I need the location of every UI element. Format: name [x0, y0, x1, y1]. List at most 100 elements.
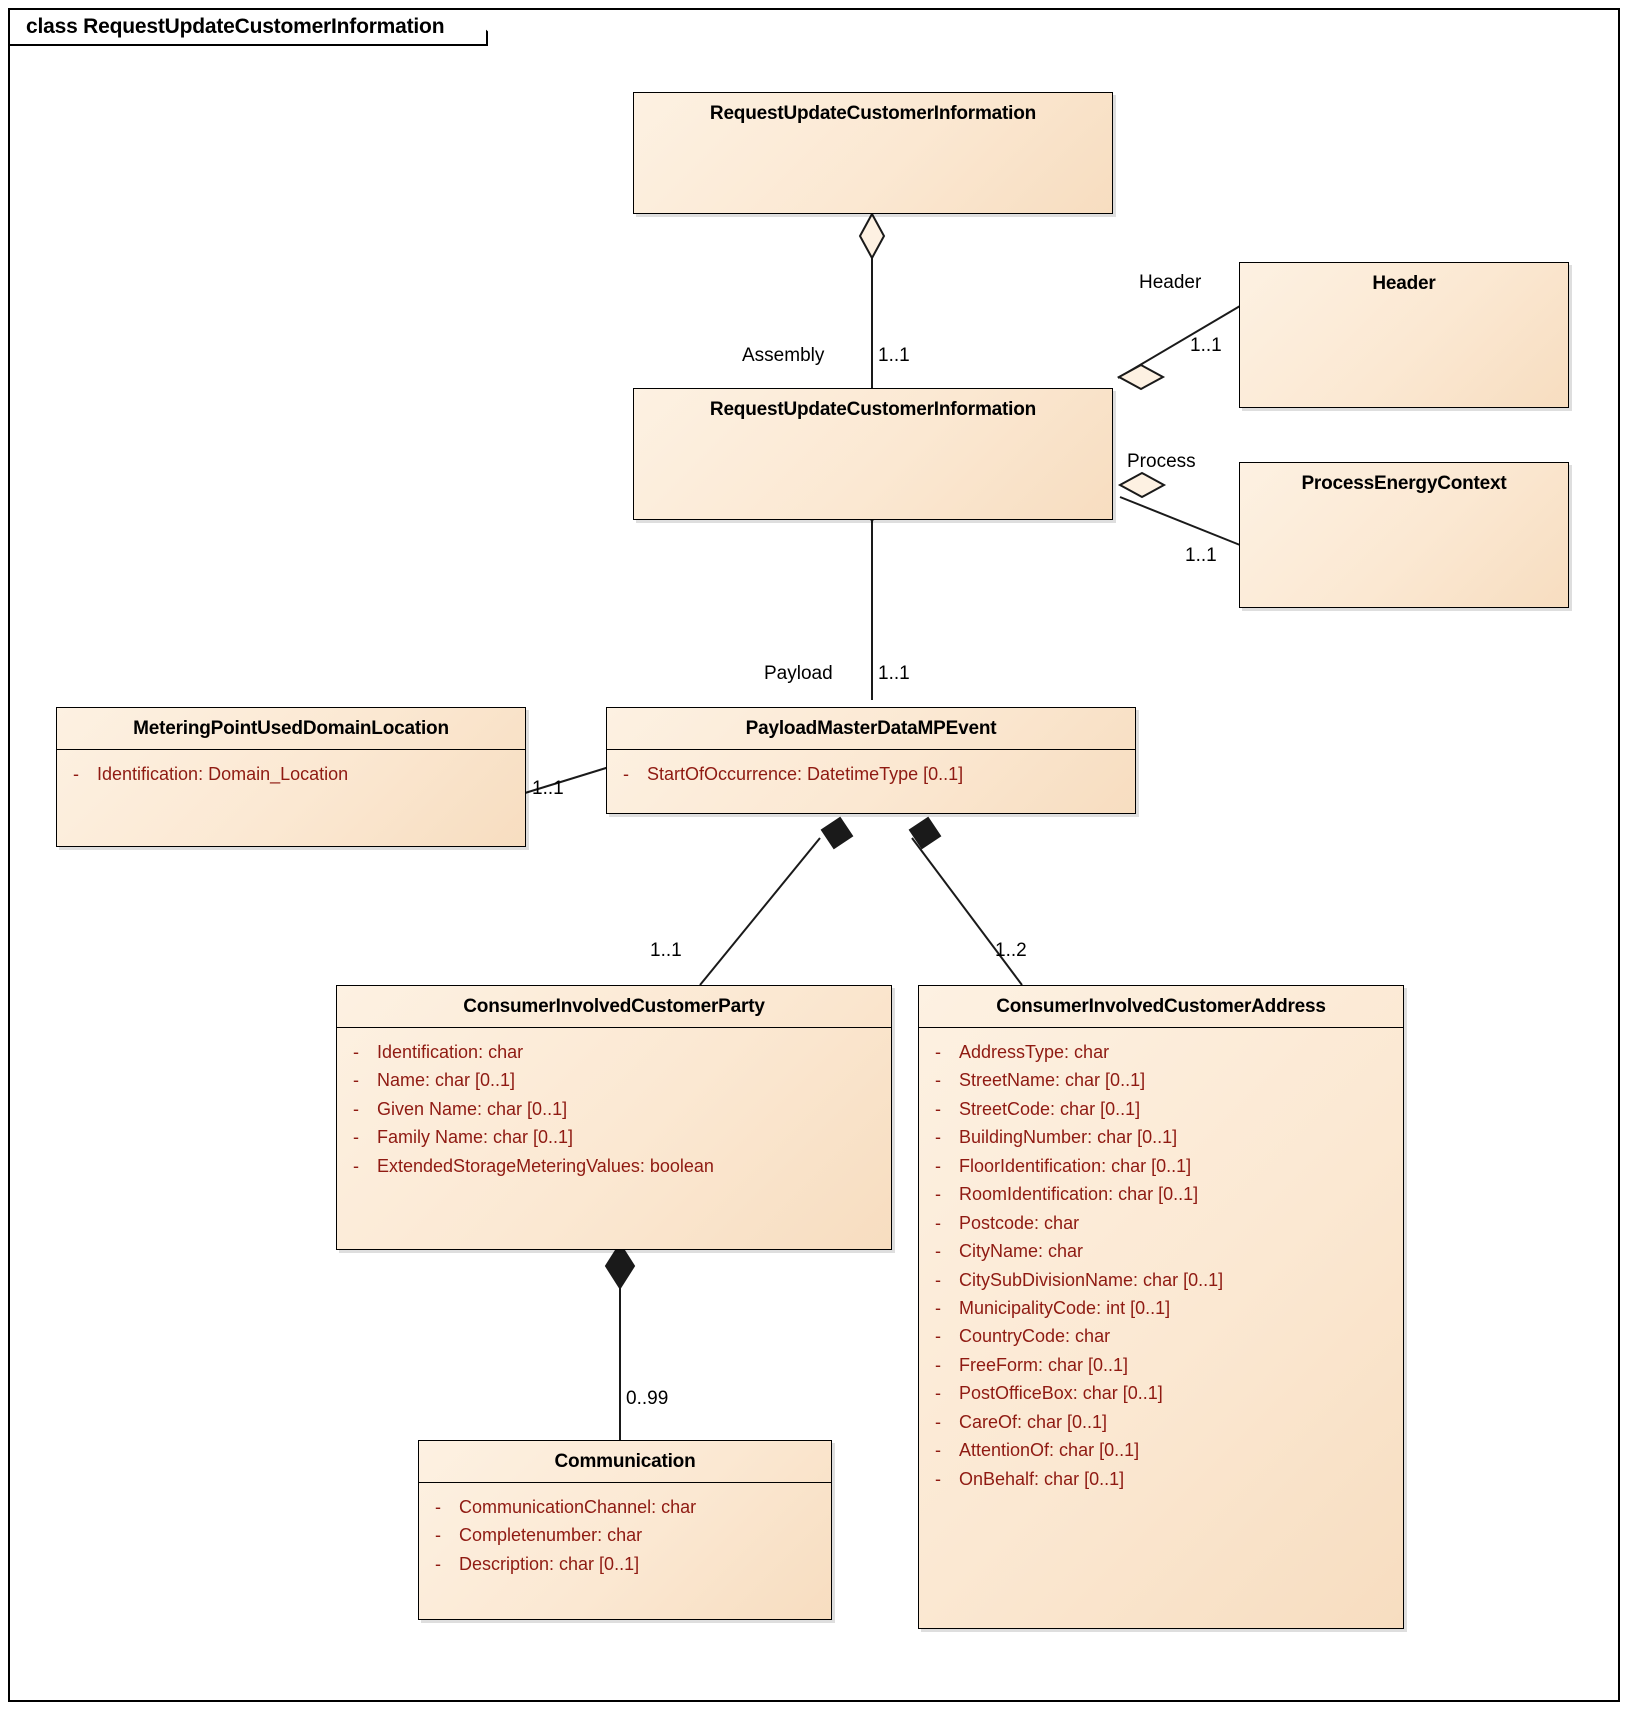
- diagram-frame-label: class RequestUpdateCustomerInformation: [10, 10, 488, 46]
- connector-label-metering-mult: 1..1: [532, 778, 564, 799]
- connector-label-process-role: Process: [1127, 451, 1196, 472]
- attribute-text: FreeForm: char [0..1]: [959, 1354, 1129, 1375]
- class-attributes: - Identification: Domain_Location: [57, 750, 525, 798]
- attribute-visibility: -: [935, 1184, 941, 1205]
- attribute-visibility: -: [935, 1297, 941, 1318]
- attribute-text: Postcode: char: [959, 1212, 1080, 1233]
- attribute-visibility: -: [935, 1440, 941, 1461]
- attribute-visibility: -: [935, 1411, 941, 1432]
- attribute-row: -CitySubDivisionName: char [0..1]: [925, 1266, 1397, 1294]
- attribute-text: Given Name: char [0..1]: [377, 1098, 568, 1119]
- class-name: Header: [1372, 273, 1436, 294]
- class-attributes: -AddressType: char -StreetName: char [0.…: [919, 1028, 1403, 1503]
- attribute-row: -StreetName: char [0..1]: [925, 1066, 1397, 1094]
- attribute-text: Family Name: char [0..1]: [377, 1127, 574, 1148]
- class-box-consumerinvolvedcustomerparty[interactable]: ConsumerInvolvedCustomerParty -Identific…: [336, 985, 892, 1250]
- attribute-row: -CareOf: char [0..1]: [925, 1408, 1397, 1436]
- attribute-visibility: -: [935, 1269, 941, 1290]
- attribute-text: StreetName: char [0..1]: [959, 1070, 1146, 1091]
- connector-label-process-mult: 1..1: [1185, 545, 1217, 566]
- class-name: PayloadMasterDataMPEvent: [745, 718, 997, 739]
- attribute-visibility: -: [935, 1127, 941, 1148]
- attribute-visibility: -: [353, 1155, 359, 1176]
- attribute-row: -RoomIdentification: char [0..1]: [925, 1180, 1397, 1208]
- attribute-visibility: -: [73, 764, 79, 784]
- class-box-payloadmasterdatampevent[interactable]: PayloadMasterDataMPEvent - StartOfOccurr…: [606, 707, 1136, 814]
- attribute-visibility: -: [435, 1525, 441, 1546]
- class-box-meteringpointuseddomainlocation[interactable]: MeteringPointUsedDomainLocation - Identi…: [56, 707, 526, 847]
- attribute-visibility: -: [935, 1070, 941, 1091]
- attribute-row: - StartOfOccurrence: DatetimeType [0..1]: [613, 760, 1129, 788]
- attribute-row: -Description: char [0..1]: [425, 1550, 825, 1578]
- attribute-visibility: -: [435, 1497, 441, 1517]
- attribute-row: - Identification: Domain_Location: [63, 760, 519, 788]
- class-attributes: -CommunicationChannel: char -Completenum…: [419, 1483, 831, 1588]
- attribute-visibility: -: [935, 1212, 941, 1233]
- class-separator: [607, 749, 1135, 750]
- attribute-row: -FloorIdentification: char [0..1]: [925, 1152, 1397, 1180]
- attribute-text: StartOfOccurrence: DatetimeType [0..1]: [647, 764, 964, 784]
- attribute-text: Identification: Domain_Location: [97, 764, 349, 784]
- class-box-requestupdatecustomerinformation-top[interactable]: RequestUpdateCustomerInformation: [633, 92, 1113, 214]
- attribute-row: -Completenumber: char: [425, 1521, 825, 1549]
- connector-label-payload-role: Payload: [764, 663, 833, 684]
- attribute-row: -OnBehalf: char [0..1]: [925, 1465, 1397, 1493]
- attribute-visibility: -: [353, 1070, 359, 1091]
- class-separator: [419, 1482, 831, 1483]
- class-name: Communication: [554, 1451, 696, 1472]
- attribute-text: AddressType: char: [959, 1042, 1110, 1062]
- connector-label-assembly-mult: 1..1: [878, 345, 910, 366]
- attribute-visibility: -: [935, 1155, 941, 1176]
- attribute-text: OnBehalf: char [0..1]: [959, 1468, 1125, 1489]
- attribute-text: MunicipalityCode: int [0..1]: [959, 1297, 1171, 1318]
- attribute-row: -BuildingNumber: char [0..1]: [925, 1123, 1397, 1151]
- attribute-text: Completenumber: char: [459, 1525, 643, 1546]
- attribute-visibility: -: [935, 1042, 941, 1062]
- attribute-row: -FreeForm: char [0..1]: [925, 1351, 1397, 1379]
- class-box-processenergycontext[interactable]: ProcessEnergyContext: [1239, 462, 1569, 608]
- connector-label-payload-mult: 1..1: [878, 663, 910, 684]
- attribute-visibility: -: [353, 1127, 359, 1148]
- attribute-visibility: -: [935, 1468, 941, 1489]
- attribute-text: CommunicationChannel: char: [459, 1497, 697, 1517]
- class-name: ConsumerInvolvedCustomerParty: [463, 996, 765, 1017]
- class-name: RequestUpdateCustomerInformation: [709, 399, 1037, 420]
- attribute-row: -Postcode: char: [925, 1209, 1397, 1237]
- class-box-consumerinvolvedcustomeraddress[interactable]: ConsumerInvolvedCustomerAddress -Address…: [918, 985, 1404, 1629]
- attribute-row: -CommunicationChannel: char: [425, 1493, 825, 1521]
- diagram-title: class RequestUpdateCustomerInformation: [26, 15, 445, 38]
- class-name: ProcessEnergyContext: [1301, 473, 1507, 494]
- attribute-text: StreetCode: char [0..1]: [959, 1098, 1141, 1119]
- attribute-row: -Given Name: char [0..1]: [343, 1095, 885, 1123]
- attribute-visibility: -: [935, 1383, 941, 1404]
- class-name: ConsumerInvolvedCustomerAddress: [996, 996, 1326, 1017]
- attribute-text: CountryCode: char: [959, 1326, 1111, 1347]
- attribute-visibility: -: [935, 1098, 941, 1119]
- attribute-row: -CountryCode: char: [925, 1322, 1397, 1350]
- attribute-visibility: -: [353, 1098, 359, 1119]
- attribute-row: -Identification: char: [343, 1038, 885, 1066]
- class-separator: [919, 1027, 1403, 1028]
- attribute-visibility: -: [623, 764, 629, 784]
- connector-label-comm-mult: 0..99: [626, 1388, 669, 1409]
- attribute-row: -Family Name: char [0..1]: [343, 1123, 885, 1151]
- attribute-row: -AddressType: char: [925, 1038, 1397, 1066]
- class-box-communication[interactable]: Communication -CommunicationChannel: cha…: [418, 1440, 832, 1620]
- class-box-header[interactable]: Header: [1239, 262, 1569, 408]
- attribute-text: CitySubDivisionName: char [0..1]: [959, 1269, 1224, 1290]
- attribute-visibility: -: [353, 1042, 359, 1062]
- attribute-visibility: -: [935, 1326, 941, 1347]
- class-attributes: -Identification: char -Name: char [0..1]…: [337, 1028, 891, 1190]
- class-name: RequestUpdateCustomerInformation: [709, 103, 1037, 124]
- attribute-row: -StreetCode: char [0..1]: [925, 1095, 1397, 1123]
- attribute-visibility: -: [935, 1241, 941, 1262]
- connector-label-header-mult: 1..1: [1190, 335, 1222, 356]
- attribute-row: -PostOfficeBox: char [0..1]: [925, 1379, 1397, 1407]
- attribute-text: Name: char [0..1]: [377, 1070, 516, 1091]
- attribute-text: Description: char [0..1]: [459, 1553, 640, 1574]
- class-name: MeteringPointUsedDomainLocation: [133, 718, 449, 739]
- class-box-requestupdatecustomerinformation-mid[interactable]: RequestUpdateCustomerInformation: [633, 388, 1113, 520]
- attribute-row: -MunicipalityCode: int [0..1]: [925, 1294, 1397, 1322]
- class-attributes: - StartOfOccurrence: DatetimeType [0..1]: [607, 750, 1135, 798]
- attribute-row: -CityName: char: [925, 1237, 1397, 1265]
